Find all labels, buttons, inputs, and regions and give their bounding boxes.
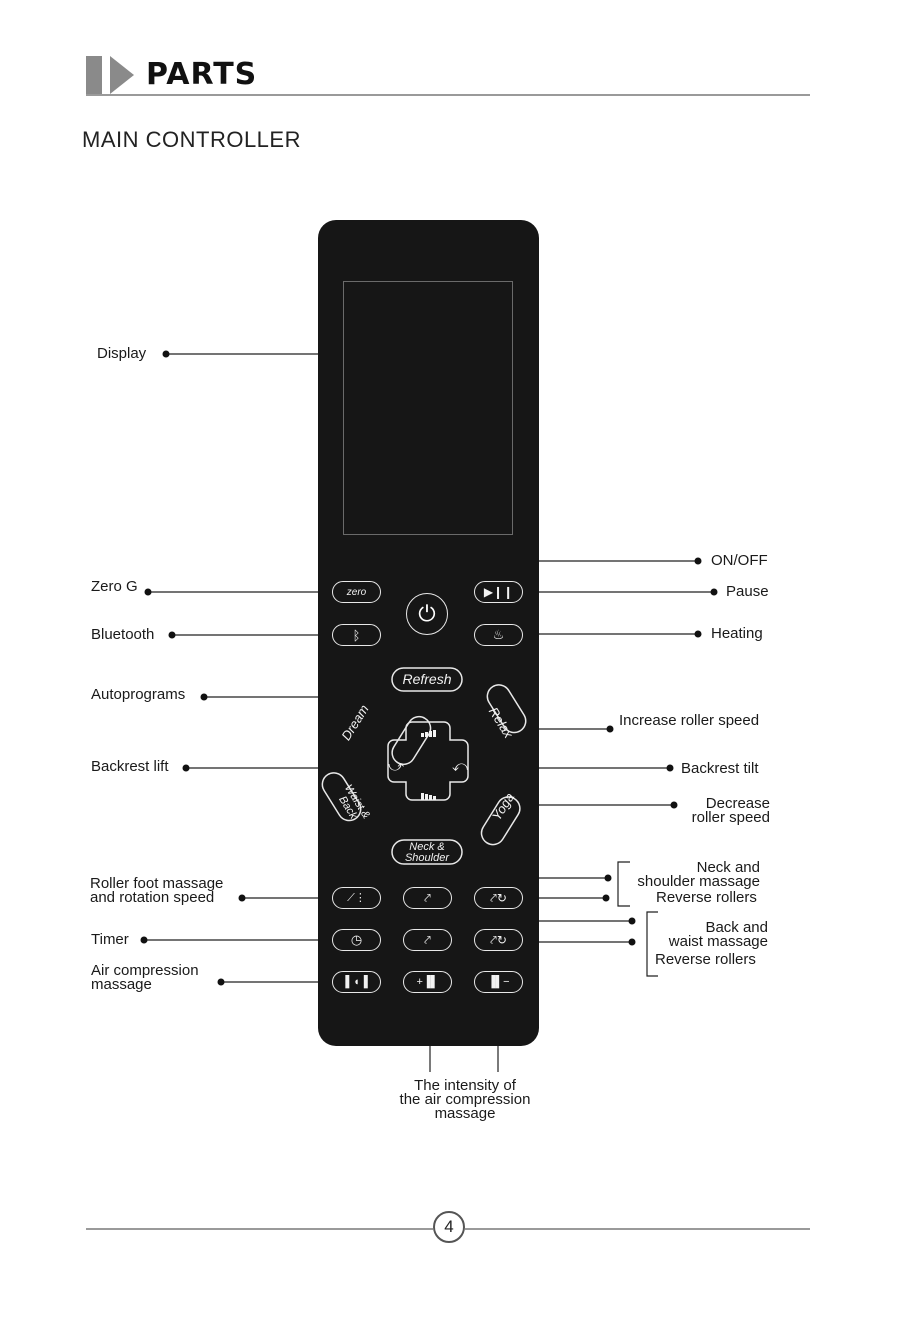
air-icon: ▌◖▐	[345, 976, 368, 988]
label-back-waist-line2: waist massage	[668, 933, 768, 950]
label-decrease-roller-line2: roller speed	[691, 809, 770, 826]
label-neck-shoulder-line1: Neck and	[696, 859, 760, 876]
label-reverse-rollers-1: Reverse rollers	[656, 889, 757, 906]
label-roller-foot-line2: and rotation speed	[90, 889, 215, 906]
roller-foot-button[interactable]: ⟋⋮	[332, 887, 381, 909]
label-bluetooth: Bluetooth	[91, 626, 155, 643]
bluetooth-icon: ᛒ	[352, 627, 361, 643]
label-backrest-tilt: Backrest tilt	[681, 760, 759, 777]
label-heating: Heating	[711, 625, 763, 642]
label-back-waist: Back and waist massage	[654, 919, 768, 950]
relax-button[interactable]	[483, 681, 530, 737]
page-title: PARTS	[146, 57, 258, 92]
heating-button[interactable]: ♨	[474, 624, 523, 646]
air-compression-button[interactable]: ▌◖▐	[332, 971, 381, 993]
label-pause: Pause	[726, 583, 769, 600]
label-air-intensity-line3: massage	[434, 1105, 496, 1122]
reverse-person-icon: ⤤↻	[490, 890, 507, 905]
seated-person-icon: ⤤	[424, 890, 431, 905]
label-neck-shoulder-line2: shoulder massage	[637, 873, 760, 890]
header-arrow-icon	[110, 56, 134, 94]
label-reverse-rollers-2: Reverse rollers	[655, 951, 756, 968]
display-screen	[343, 281, 513, 535]
label-on-off: ON/OFF	[711, 552, 768, 569]
label-decrease-roller: Decrease roller speed	[660, 795, 770, 826]
label-air-intensity-line1: The intensity of	[414, 1077, 516, 1094]
neck-shoulder-label: Neck & Shoulder	[392, 842, 462, 864]
heat-icon: ♨	[492, 627, 505, 642]
label-air-intensity-line2: the air compression	[399, 1091, 531, 1108]
minus-air-icon: ▐▌−	[487, 976, 510, 988]
label-air-compression: Air compression massage	[91, 962, 199, 993]
page-number: 4	[433, 1211, 465, 1243]
label-roller-foot: Roller foot massage and rotation speed	[90, 875, 224, 906]
refresh-label: Refresh	[402, 671, 452, 687]
direction-pad[interactable]	[387, 721, 469, 801]
clock-icon: ◷	[350, 932, 363, 947]
label-roller-foot-line1: Roller foot massage	[90, 875, 224, 892]
waist-back-button[interactable]	[318, 769, 365, 825]
bluetooth-button[interactable]: ᛒ	[332, 624, 381, 646]
air-intensity-down-button[interactable]: ▐▌−	[474, 971, 523, 993]
label-timer: Timer	[91, 931, 129, 948]
label-back-waist-line1: Back and	[705, 919, 768, 936]
label-decrease-roller-line1: Decrease	[705, 795, 770, 812]
yoga-button[interactable]	[477, 793, 524, 849]
section-title: MAIN CONTROLLER	[82, 127, 301, 152]
back-reverse-rollers-button[interactable]: ⤤↻	[474, 929, 523, 951]
zero-g-button[interactable]: zero	[332, 581, 381, 603]
header-bar	[86, 56, 102, 94]
autoprogram-buttons	[318, 667, 530, 865]
header-divider	[86, 94, 810, 96]
timer-button[interactable]: ◷	[332, 929, 381, 951]
backrest-tilt-icon[interactable]: ⤺	[452, 758, 469, 775]
footer-divider-right	[465, 1228, 810, 1230]
label-backrest-lift: Backrest lift	[91, 758, 169, 775]
reverse-person-icon: ⤤↻	[490, 932, 507, 947]
plus-air-icon: +▐▌	[416, 976, 439, 988]
label-neck-shoulder: Neck and shoulder massage	[624, 859, 760, 890]
footer-divider-left	[86, 1228, 433, 1230]
power-button[interactable]: ⏻	[406, 593, 448, 635]
air-intensity-up-button[interactable]: +▐▌	[403, 971, 452, 993]
dream-button[interactable]	[388, 712, 435, 768]
pause-button[interactable]: ▶❙❙	[474, 581, 523, 603]
backrest-lift-icon[interactable]: ⤻	[388, 758, 405, 775]
seated-person-icon: ⤤	[424, 932, 431, 947]
label-zero-g: Zero G	[91, 578, 138, 595]
play-pause-icon: ▶❙❙	[483, 585, 514, 599]
label-air-intensity: The intensity of the air compression mas…	[384, 1077, 546, 1122]
back-waist-massage-button[interactable]: ⤤	[403, 929, 452, 951]
label-increase-roller: Increase roller speed	[619, 712, 760, 729]
refresh-button[interactable]	[391, 667, 463, 692]
neck-reverse-rollers-button[interactable]: ⤤↻	[474, 887, 523, 909]
label-display: Display	[97, 345, 147, 362]
foot-roller-icon: ⟋⋮	[347, 892, 366, 904]
label-air-compression-line2: massage	[91, 976, 152, 993]
neck-shoulder-button[interactable]	[391, 839, 463, 865]
power-icon: ⏻	[418, 601, 436, 626]
neck-shoulder-line2: Shoulder	[404, 852, 450, 864]
label-air-compression-line1: Air compression	[91, 962, 199, 979]
zero-g-label: zero	[346, 586, 367, 598]
label-autoprograms: Autoprograms	[91, 686, 186, 703]
neck-shoulder-massage-button[interactable]: ⤤	[403, 887, 452, 909]
neck-shoulder-line1: Neck &	[409, 841, 445, 853]
